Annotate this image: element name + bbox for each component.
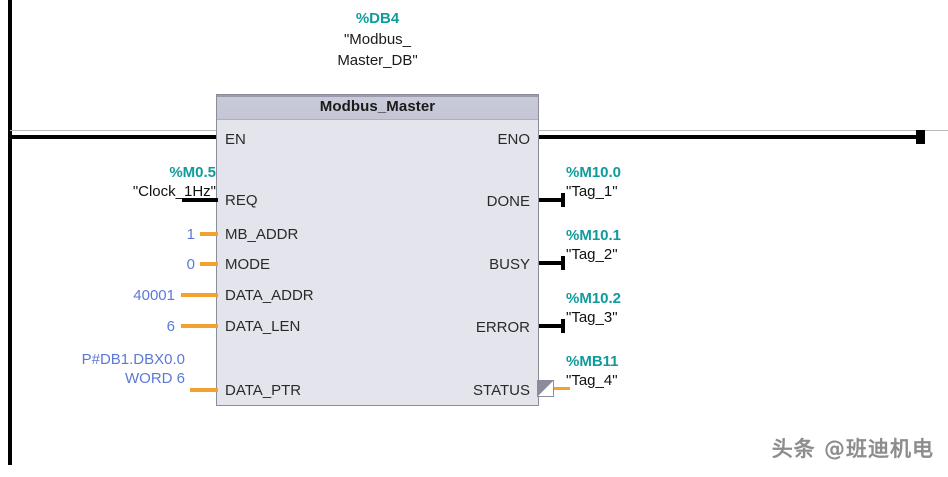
operand-data-ptr-type: WORD 6 — [125, 370, 185, 387]
status-word-connector-icon — [537, 380, 554, 397]
wire-done-terminal — [561, 193, 565, 207]
operand-data-addr-value: 40001 — [133, 287, 175, 304]
pin-label-data-len: DATA_LEN — [225, 318, 301, 335]
status-word-connector-fill — [539, 382, 552, 395]
header-top-edge — [217, 95, 538, 97]
instance-db-address: %DB4 — [355, 10, 400, 27]
rung-wire-right[interactable] — [537, 135, 920, 139]
pin-label-busy: BUSY — [489, 256, 530, 273]
operand-data-len-value: 6 — [166, 318, 175, 335]
operand-mode[interactable]: 0 — [20, 255, 195, 274]
pin-label-status: STATUS — [473, 382, 530, 399]
operand-data-ptr-pointer: P#DB1.DBX0.0 — [81, 351, 185, 368]
operand-data-ptr[interactable]: P#DB1.DBX0.0 WORD 6 — [10, 350, 185, 388]
pin-label-mb-addr: MB_ADDR — [225, 226, 299, 243]
operand-done-name: "Tag_1" — [566, 183, 618, 200]
wire-mode[interactable] — [200, 262, 218, 266]
operand-mode-value: 0 — [186, 256, 195, 273]
wire-busy-terminal — [561, 256, 565, 270]
wire-error-terminal — [561, 319, 565, 333]
operand-error[interactable]: %M10.2 "Tag_3" — [566, 289, 766, 327]
wire-mb-addr[interactable] — [200, 232, 218, 236]
pin-label-done: DONE — [486, 193, 530, 210]
power-rail-left — [8, 0, 12, 465]
pin-label-data-addr: DATA_ADDR — [225, 287, 314, 304]
operand-req-name: "Clock_1Hz" — [132, 183, 216, 200]
operand-mb-addr-value: 1 — [186, 226, 195, 243]
wire-data-ptr[interactable] — [190, 388, 218, 392]
wire-data-len[interactable] — [181, 324, 218, 328]
wire-error[interactable] — [539, 324, 565, 328]
watermark: 头条 @班迪机电 — [771, 437, 934, 461]
instance-db-name-line2: Master_DB" — [337, 52, 418, 69]
pin-label-error: ERROR — [475, 319, 530, 336]
rung-terminator — [916, 130, 925, 144]
operand-req[interactable]: %M0.5 "Clock_1Hz" — [20, 163, 216, 201]
wire-data-addr[interactable] — [181, 293, 218, 297]
operand-busy-name: "Tag_2" — [566, 246, 618, 263]
operand-busy-address: %M10.1 — [566, 227, 622, 244]
operand-error-name: "Tag_3" — [566, 309, 618, 326]
instance-db-name-line1: "Modbus_ — [343, 31, 412, 48]
pin-label-mode: MODE — [225, 256, 270, 273]
wire-status[interactable] — [554, 387, 570, 390]
operand-data-addr[interactable]: 40001 — [20, 286, 175, 305]
function-block-title: Modbus_Master — [319, 98, 436, 115]
wire-busy[interactable] — [539, 261, 565, 265]
function-block-header — [217, 95, 538, 120]
pin-label-req: REQ — [225, 192, 258, 209]
wire-req[interactable] — [182, 198, 218, 202]
pin-label-en: EN — [225, 131, 246, 148]
operand-status[interactable]: %MB11 "Tag_4" — [566, 352, 766, 390]
operand-done-address: %M10.0 — [566, 164, 622, 181]
operand-req-address: %M0.5 — [169, 164, 216, 181]
operand-busy[interactable]: %M10.1 "Tag_2" — [566, 226, 766, 264]
wire-done[interactable] — [539, 198, 565, 202]
operand-data-len[interactable]: 6 — [20, 317, 175, 336]
pin-label-data-ptr: DATA_PTR — [225, 382, 302, 399]
function-block-modbus-master[interactable]: Modbus_Master EN REQ MB_ADDR MODE DATA_A… — [216, 94, 539, 406]
rung-wire-left[interactable] — [10, 135, 218, 139]
pin-label-eno: ENO — [497, 131, 530, 148]
operand-error-address: %M10.2 — [566, 290, 622, 307]
operand-status-address: %MB11 — [566, 353, 619, 370]
operand-status-name: "Tag_4" — [566, 372, 618, 389]
operand-mb-addr[interactable]: 1 — [20, 225, 195, 244]
operand-done[interactable]: %M10.0 "Tag_1" — [566, 163, 766, 201]
instance-db-label: %DB4 "Modbus_ Master_DB" — [216, 8, 539, 71]
